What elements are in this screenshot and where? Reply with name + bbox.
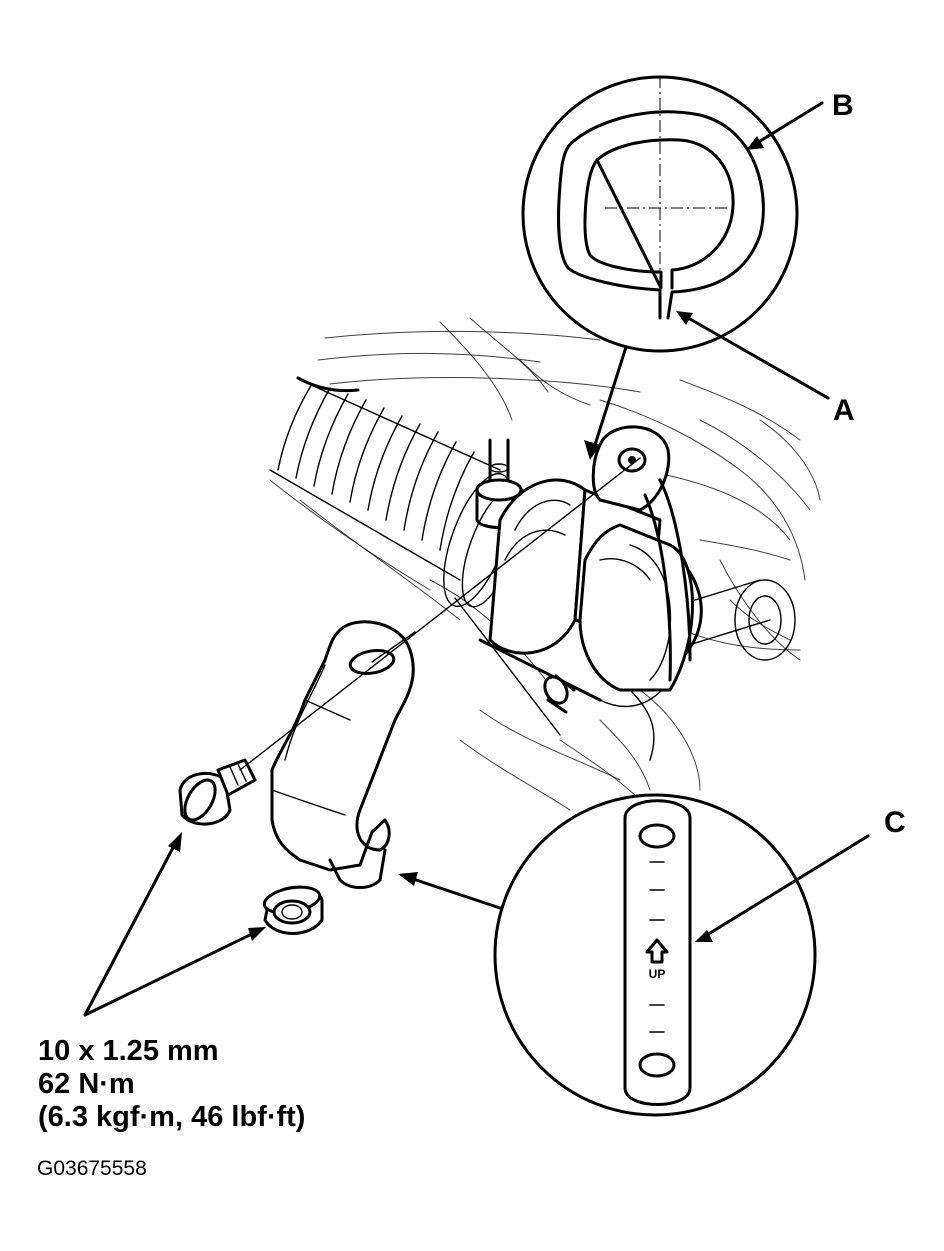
- detail-circle-bushing: [521, 75, 799, 353]
- leader-lines-top: [584, 101, 830, 460]
- torque-nm-label: 62 N·m: [38, 1068, 135, 1100]
- callout-c: C: [884, 806, 906, 839]
- up-label: UP: [649, 967, 666, 981]
- up-arrow-icon: [645, 938, 669, 964]
- callout-a: A: [833, 394, 855, 427]
- figure-id: G03675558: [37, 1157, 147, 1180]
- flange-bolt: [178, 758, 257, 826]
- detail-circle-bracket: UP: [493, 793, 817, 1117]
- flange-nut: [262, 885, 324, 935]
- mounting-bracket: [270, 620, 415, 889]
- bolt-size-label: 10 x 1.25 mm: [38, 1035, 219, 1067]
- small-bolt: [543, 674, 576, 714]
- assembly-guide-lines: [239, 457, 641, 771]
- torque-leader-lines: [83, 832, 266, 1017]
- bushing-ear: [591, 425, 692, 682]
- callout-b: B: [832, 89, 854, 122]
- rubber-bushing: [488, 478, 694, 692]
- leader-lines-bottom: [398, 834, 870, 942]
- torque-alt-label: (6.3 kgf·m, 46 lbf·ft): [38, 1101, 305, 1133]
